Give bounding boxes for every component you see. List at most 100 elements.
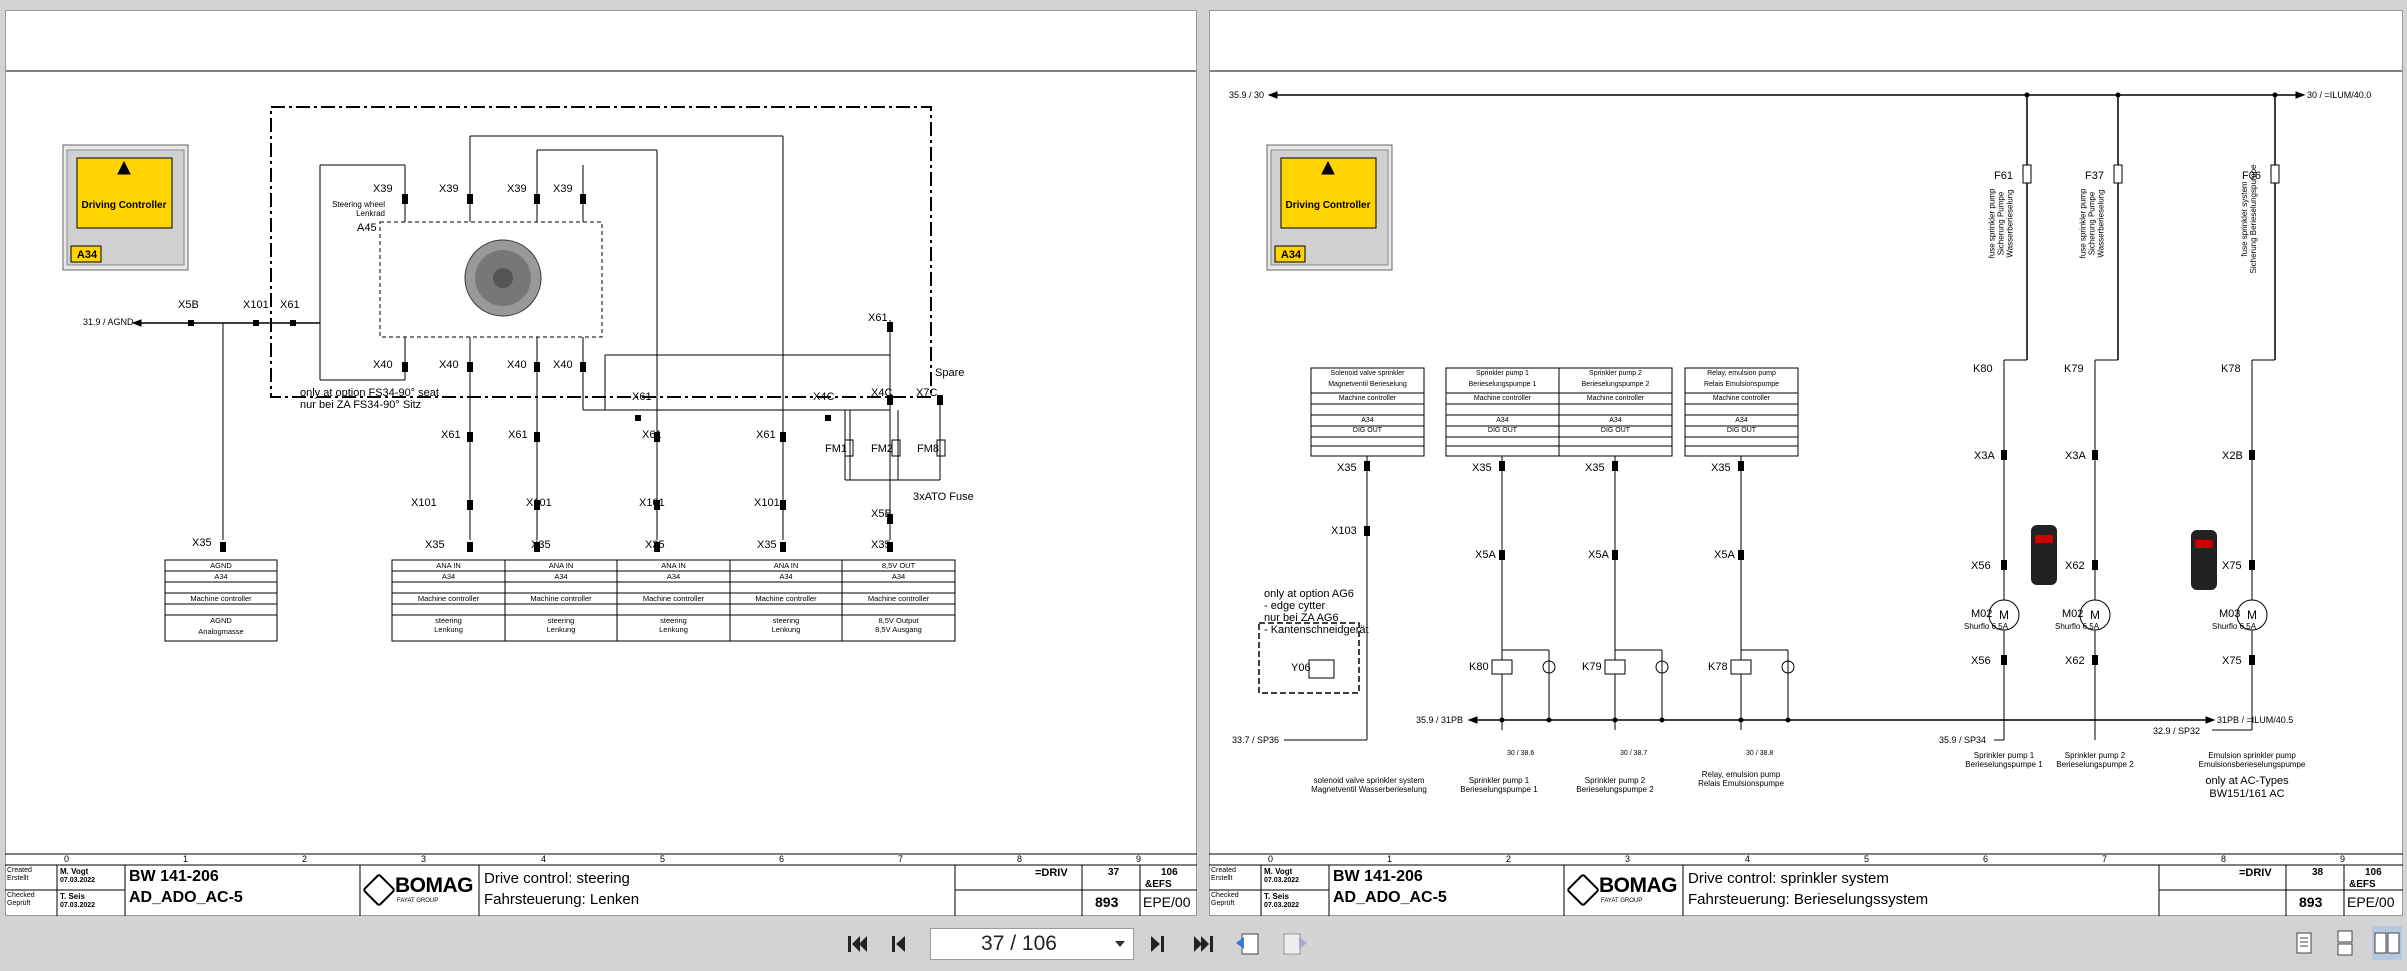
controller-tag: A34 [1280, 249, 1302, 261]
fuse-f61: F61 [1994, 170, 2013, 182]
schematic-drawing-steering [5, 10, 1197, 916]
connector-x61-4: X61 [632, 391, 652, 403]
tb-code: AD_ADO_AC-5 [1333, 889, 1447, 906]
grid-number: 6 [1983, 854, 1989, 864]
tb-of: 106 [1161, 867, 1178, 878]
connector-x35: X35 [1585, 462, 1605, 474]
connector-x5a: X5A [1475, 549, 1496, 561]
next-page-button[interactable] [1142, 930, 1172, 958]
io-desc: Lenkung [771, 625, 801, 634]
option-note-en: only at option FS34-90° seat [300, 387, 439, 399]
io-desc: 8,5V Output [878, 616, 919, 625]
prev-page-icon [892, 936, 905, 952]
tb-title-de: Fahrsteuerung: Lenken [484, 891, 640, 908]
tb-function: =DRIV [2239, 867, 2272, 879]
grid-number: 6 [779, 854, 785, 864]
col2-x61: X61 [508, 429, 528, 441]
io-ctrl: Machine controller [1473, 395, 1532, 402]
motor-spec: Shurflo 6,5A [2055, 622, 2100, 631]
io-ctrl: Machine controller [1586, 395, 1645, 402]
connector-x5b: X5B [178, 299, 199, 311]
grid-number: 4 [1745, 854, 1751, 864]
first-page-icon [848, 936, 867, 952]
controller-tag: A34 [76, 249, 98, 261]
grid-number: 7 [2102, 854, 2108, 864]
tb-page: 37 [1108, 867, 1120, 878]
connector-x2b: X2B [2222, 450, 2243, 462]
last-page-button[interactable] [1188, 930, 1218, 958]
tb-rev: EPE/00 [2347, 894, 2395, 910]
io-type: DIG OUT [1487, 427, 1518, 434]
motor-m03: M03 [2219, 608, 2241, 620]
io-type: 8,5V OUT [881, 561, 916, 570]
grid-number: 4 [541, 854, 547, 864]
io-dev: A34 [554, 572, 568, 581]
grid-numbers-right: 0 1 2 3 4 5 6 7 8 9 [1209, 854, 2403, 865]
io-title: Berieselungspumpe 2 [1581, 381, 1650, 388]
tb-title-en: Drive control: steering [484, 870, 630, 887]
io-type: ANA IN [548, 561, 574, 570]
connector-x56: X56 [1971, 560, 1991, 572]
single-page-view-button[interactable] [2289, 926, 2319, 960]
tb-rev: EPE/00 [1143, 894, 1191, 910]
io-title: Sprinkler pump 2 [1589, 370, 1642, 377]
connector-x35: X35 [1337, 462, 1357, 474]
col3-x101: X101 [639, 497, 665, 509]
connector-x40-4: X40 [373, 359, 393, 371]
tb-checked-name: T. Seis [60, 892, 85, 901]
connector-x3a: X3A [2065, 450, 2086, 462]
component-a45: A45 [357, 222, 377, 234]
connector-x39-4: X39 [373, 183, 393, 195]
col4-x35: X35 [757, 539, 777, 551]
relay-k78-top: K78 [2221, 363, 2241, 375]
fuse-desc: fuse sprinkler pump Sicherung Pumpe Wass… [1987, 188, 2015, 259]
io-desc: steering [547, 616, 575, 625]
grid-number: 9 [1136, 854, 1142, 864]
io-title: Relay, emulsion pump [1707, 370, 1776, 377]
io-ctrl: Machine controller [417, 594, 480, 603]
io-type: DIG OUT [1600, 427, 1631, 434]
io-title: Relais Emulsionspumpe [1703, 381, 1780, 388]
page-number-select[interactable]: 37 / 106 [930, 928, 1134, 960]
connector-x61: X61 [280, 299, 300, 311]
tb-doc-kind: &EFS [1145, 879, 1172, 890]
prev-page-button[interactable] [884, 930, 914, 958]
back-view-button[interactable] [1233, 930, 1263, 958]
col2-x35: X35 [531, 539, 551, 551]
connector-x5a: X5A [1714, 549, 1735, 561]
forward-view-button[interactable] [1280, 930, 1310, 958]
continuous-view-button[interactable] [2330, 926, 2360, 960]
io-table-pump2: Sprinkler pump 2 Berieselungspumpe 2 Mach… [1559, 368, 1672, 436]
first-page-button[interactable] [843, 930, 873, 958]
ref-top-right: 30 / =ILUM/40.0 [2307, 90, 2372, 100]
agnd-table-cell: A34 [214, 572, 228, 581]
col3-x61: X61 [642, 429, 662, 441]
grid-number: 7 [898, 854, 904, 864]
two-page-view-button[interactable] [2372, 926, 2402, 960]
io-dev: A34 [1735, 417, 1748, 424]
option-ag6-line: nur bei ZA AG6 [1264, 612, 1339, 624]
ref-top-left: 35.9 / 30 [1229, 90, 1265, 100]
viewer-toolbar: 37 / 106 [0, 916, 2407, 971]
io-ctrl: Machine controller [530, 594, 592, 603]
option-ag6-line: - edge cytter [1264, 600, 1326, 612]
connector-x40-1: X40 [507, 359, 527, 371]
tb-function: =DRIV [1035, 867, 1068, 879]
io-ctrl: Machine controller [755, 594, 817, 603]
relay-k79-top: K79 [2064, 363, 2084, 375]
connector-x75: X75 [2222, 560, 2242, 572]
grid-number: 8 [2221, 854, 2227, 864]
col1-x101: X101 [411, 497, 437, 509]
relay-k78: K78 [1708, 661, 1728, 673]
tb-checked-date: 07.03.2022 [1264, 902, 1300, 909]
tb-created-date: 07.03.2022 [60, 877, 96, 884]
tb-brand: BOMAG [1599, 874, 1678, 897]
tb-created-label: Created Erstellt [7, 867, 32, 882]
connector-x40-2: X40 [439, 359, 459, 371]
tb-doc-no: 893 [2299, 894, 2323, 910]
tb-doc-kind: &EFS [2349, 879, 2376, 890]
